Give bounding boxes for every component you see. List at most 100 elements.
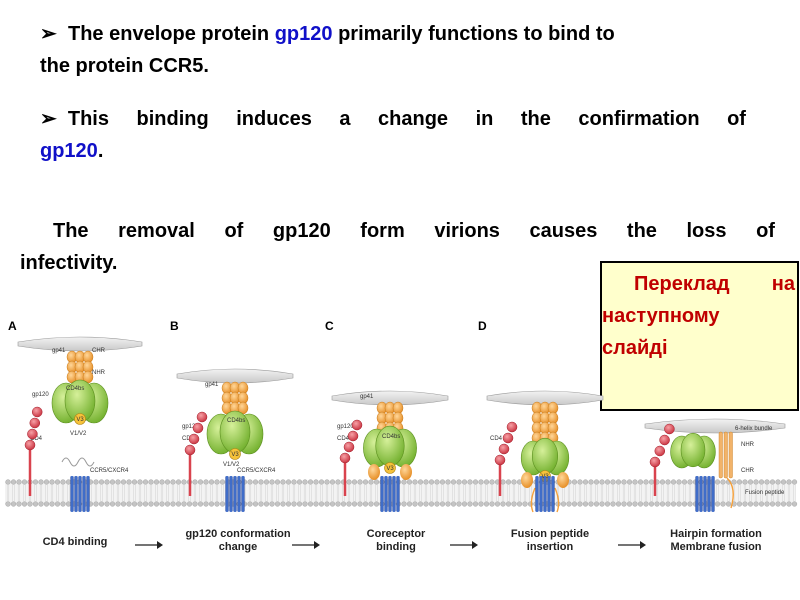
lipid-head xyxy=(358,480,363,485)
paragraph-word: of xyxy=(224,215,243,247)
lipid-head xyxy=(61,480,66,485)
coreceptor-helix xyxy=(535,476,538,512)
lipid-head xyxy=(407,502,412,507)
lipid-head xyxy=(457,502,462,507)
lipid-head xyxy=(594,480,599,485)
bullet-2-highlight: gp120 xyxy=(40,140,98,162)
panel-letter-a: A xyxy=(8,319,17,333)
paragraph-word: The xyxy=(53,215,89,247)
lipid-head xyxy=(578,480,583,485)
cd4-domain xyxy=(495,455,505,465)
lipid-head xyxy=(110,502,115,507)
lipid-head xyxy=(165,502,170,507)
lipid-head xyxy=(209,480,214,485)
gp41-label: gp41 xyxy=(52,348,66,354)
lipid-head xyxy=(374,502,379,507)
lipid-head xyxy=(319,502,324,507)
lipid-head xyxy=(424,502,429,507)
lipid-head xyxy=(682,502,687,507)
gp120-label: gp120 xyxy=(337,424,354,430)
lipid-head xyxy=(363,502,368,507)
lipid-head xyxy=(347,480,352,485)
six-helix-bundle xyxy=(719,432,723,478)
lipid-head xyxy=(215,480,220,485)
coreceptor-label: CCR5/CXCR4 xyxy=(90,468,129,474)
cd4bs-label: CD4bs xyxy=(382,434,400,440)
lipid-head xyxy=(61,502,66,507)
lipid-head xyxy=(451,480,456,485)
lipid-head xyxy=(671,480,676,485)
lipid-head xyxy=(105,480,110,485)
step-caption: gp120 conformation xyxy=(185,528,290,540)
lipid-head xyxy=(6,502,11,507)
step-arrowhead xyxy=(314,541,320,549)
coreceptor-helix xyxy=(74,476,77,512)
lipid-head xyxy=(121,502,126,507)
lipid-head xyxy=(132,502,137,507)
lipid-head xyxy=(688,480,693,485)
coreceptor-helix xyxy=(86,476,89,512)
gp120-subunit xyxy=(681,433,705,467)
lipid-head xyxy=(776,502,781,507)
lipid-head xyxy=(264,502,269,507)
lipid-head xyxy=(347,502,352,507)
bullet-2-word: binding xyxy=(137,103,209,135)
lipid-head xyxy=(424,480,429,485)
lipid-head xyxy=(363,480,368,485)
bullet-2-word: induces xyxy=(236,103,312,135)
arrow-bullet-icon: ➢ This xyxy=(40,103,109,135)
lipid-head xyxy=(440,502,445,507)
coreceptor-helix xyxy=(241,476,244,512)
six-helix-label: 6-helix bundle xyxy=(735,426,773,432)
lipid-head xyxy=(737,480,742,485)
lipid-head xyxy=(578,502,583,507)
gp120-subunit xyxy=(532,438,558,474)
lipid-head xyxy=(413,502,418,507)
lipid-head xyxy=(99,480,104,485)
lipid-head xyxy=(688,502,693,507)
lipid-head xyxy=(589,502,594,507)
lipid-head xyxy=(198,480,203,485)
lipid-head xyxy=(561,502,566,507)
lipid-head xyxy=(193,502,198,507)
lipid-head xyxy=(352,480,357,485)
cd4-domain xyxy=(655,446,665,456)
cd4bs-label: CD4bs xyxy=(227,418,245,424)
lipid-head xyxy=(682,480,687,485)
gp41-helix xyxy=(368,464,380,480)
lipid-head xyxy=(446,502,451,507)
lipid-head xyxy=(770,480,775,485)
lipid-head xyxy=(160,480,165,485)
coreceptor-helix xyxy=(539,476,542,512)
coreceptor-label: CCR5/CXCR4 xyxy=(237,468,276,474)
lipid-head xyxy=(402,502,407,507)
coreceptor-helix xyxy=(695,476,698,512)
lipid-head xyxy=(187,502,192,507)
chr-label: CHR xyxy=(92,348,106,354)
lipid-head xyxy=(649,480,654,485)
lipid-head xyxy=(600,502,605,507)
gp41-helix xyxy=(557,472,569,488)
cd4-domain xyxy=(27,429,37,439)
lipid-head xyxy=(770,502,775,507)
lipid-head xyxy=(787,502,792,507)
lipid-head xyxy=(435,480,440,485)
paragraph-word: loss xyxy=(686,215,726,247)
lipid-head xyxy=(622,480,627,485)
coreceptor-helix xyxy=(699,476,702,512)
lipid-head xyxy=(297,502,302,507)
lipid-head xyxy=(583,502,588,507)
lipid-head xyxy=(644,480,649,485)
lipid-head xyxy=(281,480,286,485)
lipid-head xyxy=(292,480,297,485)
gp120-subunit xyxy=(376,426,405,466)
lipid-head xyxy=(633,502,638,507)
lipid-head xyxy=(336,502,341,507)
bullet-2-word: a xyxy=(339,103,350,135)
lipid-head xyxy=(754,502,759,507)
lipid-head xyxy=(451,502,456,507)
cd4-domain xyxy=(507,422,517,432)
lipid-head xyxy=(176,480,181,485)
